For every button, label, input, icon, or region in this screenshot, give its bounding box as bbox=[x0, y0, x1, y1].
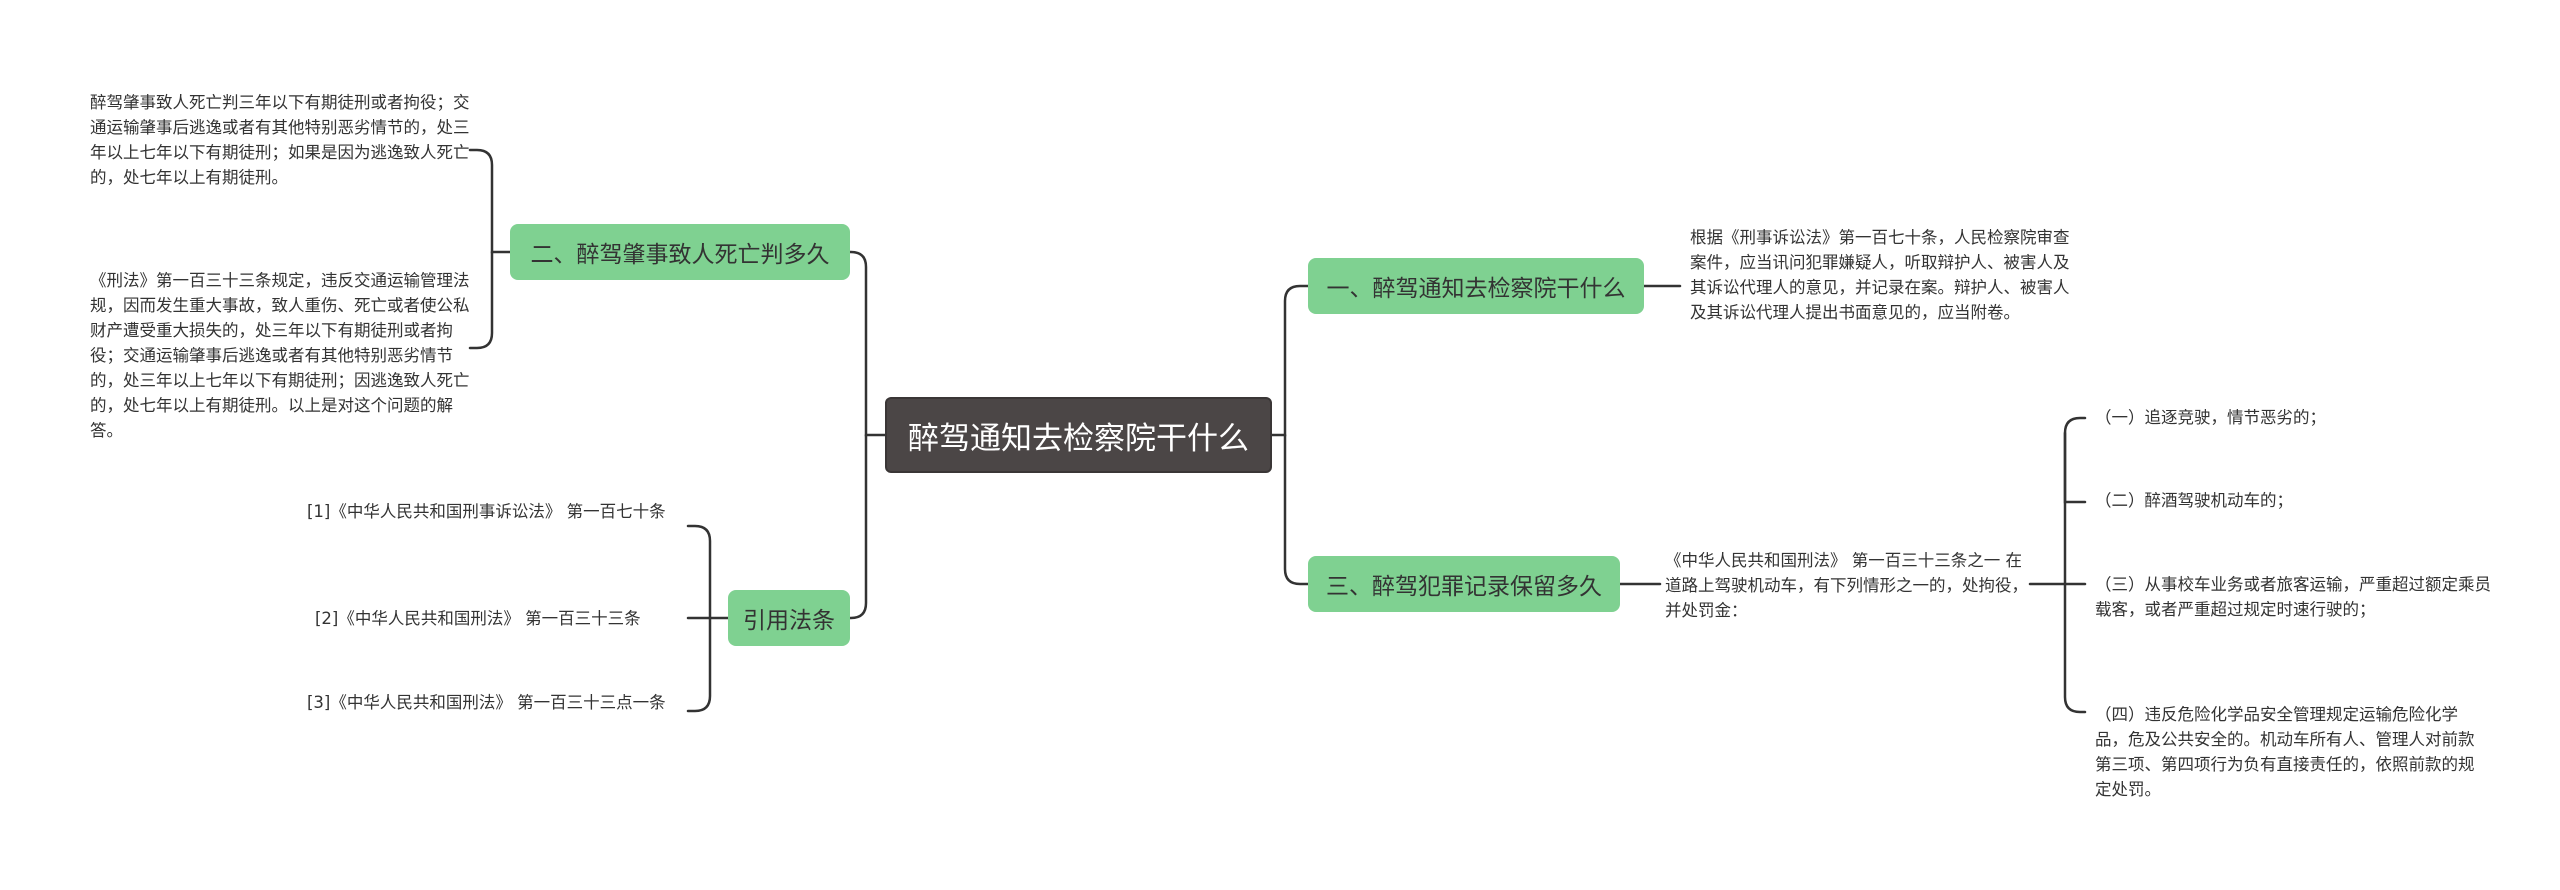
leaf-b2-1: 醉驾肇事致人死亡判三年以下有期徒刑或者拘役；交通运输肇事后逃逸或者有其他特别恶劣… bbox=[90, 93, 470, 187]
root-topic[interactable]: 醉驾通知去检察院干什么 bbox=[885, 397, 1272, 473]
leaf-b3-2: （二）醉酒驾驶机动车的； bbox=[2095, 491, 2293, 510]
leaf-b2-2: 《刑法》第一百三十三条规定，违反交通运输管理法规，因而发生重大事故，致人重伤、死… bbox=[90, 271, 470, 440]
leaf-b1-1: 根据《刑事诉讼法》第一百七十条，人民检察院审查案件，应当讯问犯罪嫌疑人，听取辩护… bbox=[1690, 228, 2070, 322]
leaf-b4-1: [1]《中华人民共和国刑事诉讼法》 第一百七十条 bbox=[307, 502, 666, 521]
link-root-b4 bbox=[848, 433, 868, 620]
link-b2-bracket bbox=[468, 148, 512, 254]
link-mid-l1 bbox=[2063, 431, 2087, 504]
link-b4-bracket bbox=[686, 524, 730, 620]
link-b4-l3 bbox=[686, 616, 712, 713]
branch-2-label: 二、醉驾肇事致人死亡判多久 bbox=[530, 242, 830, 268]
branch-4[interactable]: 引用法条 bbox=[728, 590, 850, 646]
branch-2[interactable]: 二、醉驾肇事致人死亡判多久 bbox=[510, 224, 850, 280]
leaf-b4-2: [2]《中华人民共和国刑法》 第一百三十三条 bbox=[315, 609, 641, 628]
link-root-b2 bbox=[848, 250, 887, 437]
leaf-b3-4: （四）违反危险化学品安全管理规定运输危险化学品，危及公共安全的。机动车所有人、管… bbox=[2095, 705, 2475, 799]
leaf-b3-3: （三）从事校车业务或者旅客运输，严重超过额定乘员载客，或者严重超过规定时速行驶的… bbox=[2095, 575, 2491, 619]
leaf-b3-1: （一）追逐竞驶，情节恶劣的； bbox=[2095, 408, 2326, 427]
branch-3-label: 三、醉驾犯罪记录保留多久 bbox=[1326, 574, 1602, 600]
branch-1[interactable]: 一、醉驾通知去检察院干什么 bbox=[1308, 258, 1644, 314]
link-mid-l4 bbox=[2063, 582, 2087, 714]
root-topic-label: 醉驾通知去检察院干什么 bbox=[908, 420, 1249, 457]
leaf-b4-3: [3]《中华人民共和国刑法》 第一百三十三点一条 bbox=[307, 693, 666, 712]
link-root-b1 bbox=[1270, 284, 1310, 437]
link-b2-l2 bbox=[468, 250, 494, 350]
leaf-b3-mid: 《中华人民共和国刑法》 第一百三十三条之一 在道路上驾驶机动车，有下列情形之一的… bbox=[1665, 551, 2028, 620]
branch-1-label: 一、醉驾通知去检察院干什么 bbox=[1326, 276, 1626, 302]
branch-3[interactable]: 三、醉驾犯罪记录保留多久 bbox=[1308, 556, 1620, 612]
link-root-b3 bbox=[1283, 433, 1310, 586]
branch-4-label: 引用法条 bbox=[743, 608, 835, 634]
